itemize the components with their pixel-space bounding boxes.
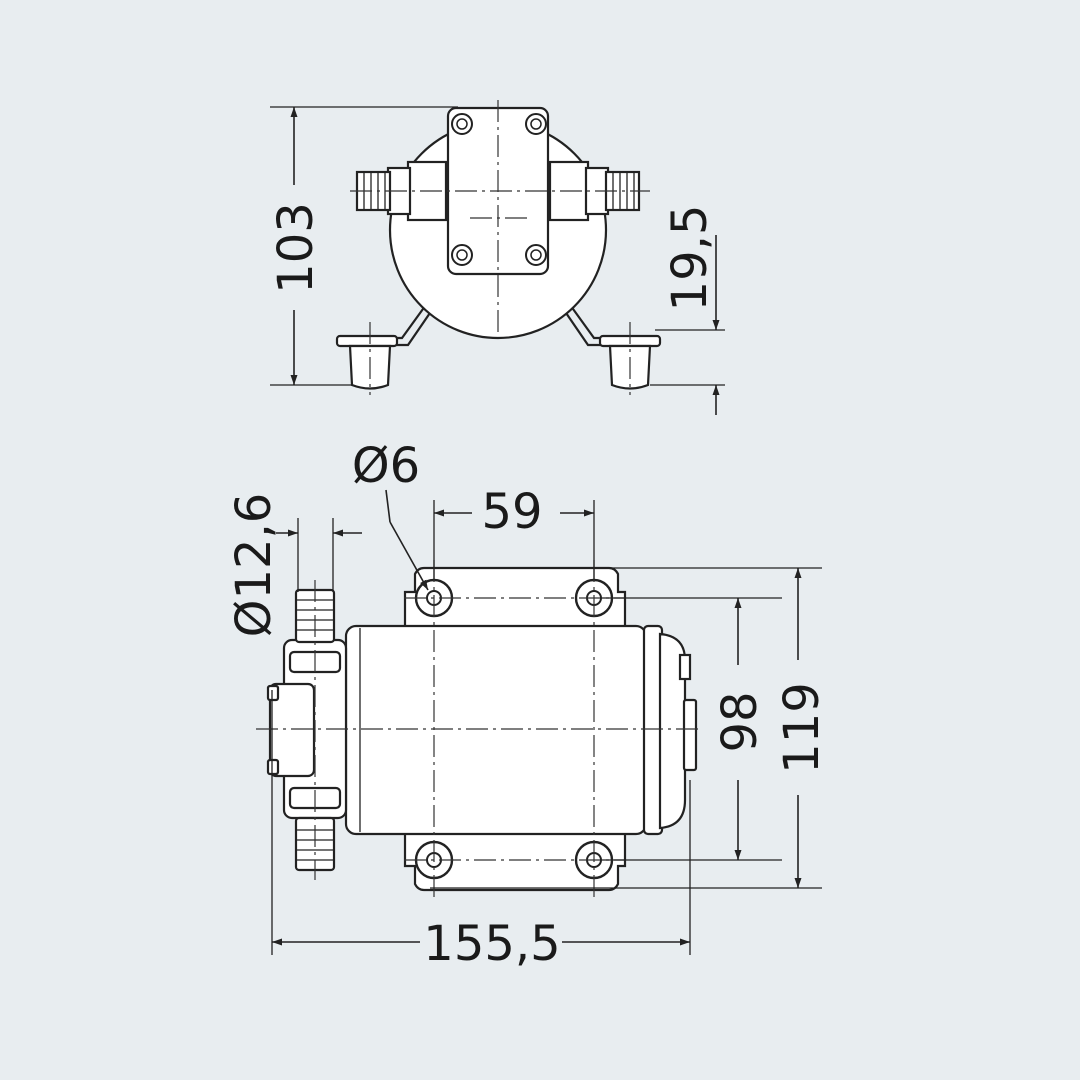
side-motor-body (344, 624, 648, 836)
dim-front-base-offset: 19,5 (650, 205, 725, 415)
front-right-foot (598, 322, 662, 395)
dim-hole-diameter-label: Ø6 (352, 438, 420, 494)
dim-port-diameter: Ø12,6 (226, 493, 362, 638)
dim-overall-length-label: 155,5 (423, 916, 560, 972)
dim-hole-spacing-x-label: 59 (481, 484, 542, 540)
dim-overall-length: 155,5 (271, 690, 691, 972)
front-view: 103 19,5 (268, 100, 725, 415)
dim-hole-spacing-x: 59 (433, 484, 595, 580)
dim-hole-spacing-y-label: 98 (712, 691, 768, 752)
dim-hole-spacing-y: 98 (600, 597, 782, 861)
dim-base-width: 119 (430, 567, 830, 889)
dim-front-height-label: 103 (268, 202, 324, 294)
front-left-foot (335, 322, 399, 395)
dim-front-height: 103 (268, 106, 458, 386)
dim-hole-diameter: Ø6 (352, 438, 429, 591)
front-head-screws (451, 113, 547, 266)
dim-base-width-label: 119 (774, 682, 830, 774)
side-view: 59 Ø6 Ø12,6 98 (226, 438, 830, 972)
dim-port-diameter-label: Ø12,6 (226, 493, 282, 638)
dim-front-base-offset-label: 19,5 (662, 205, 718, 312)
